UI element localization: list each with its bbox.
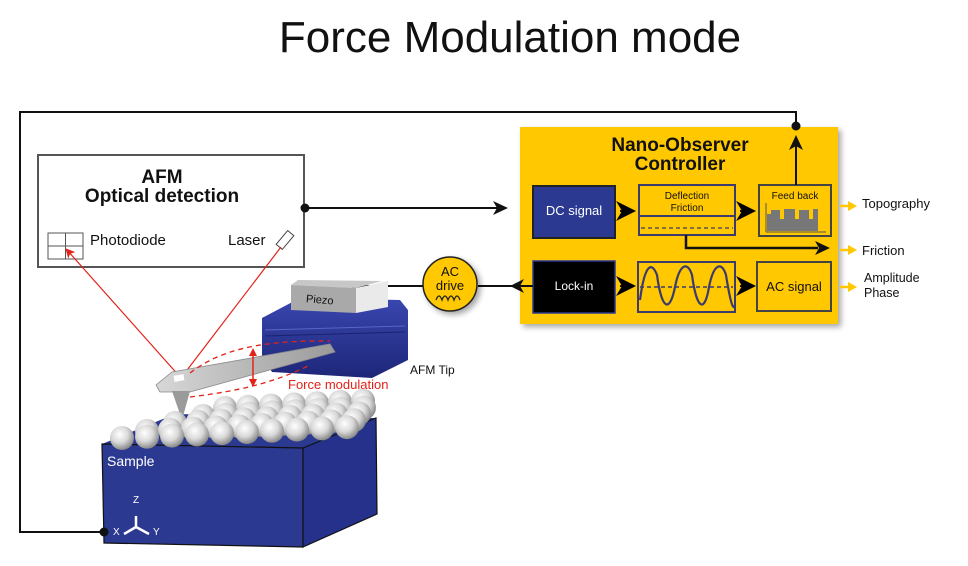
photodiode-label: Photodiode — [90, 232, 166, 249]
lock-in-block — [532, 260, 616, 314]
ac-signal-block — [756, 261, 832, 312]
ac-drive: AC drive — [422, 256, 478, 312]
axis-z-label: Z — [133, 495, 139, 506]
optical-title-line2: Optical detection — [85, 186, 239, 207]
piezo-block: Piezo — [291, 280, 388, 313]
force-modulation-envelope — [189, 340, 331, 398]
sample-sphere — [335, 415, 359, 440]
deflection-label: Deflection — [665, 191, 709, 202]
sine-wave — [638, 265, 737, 308]
output-topography: Topography — [862, 196, 930, 211]
controller-title-line2: Controller — [635, 154, 726, 175]
ac-signal-label: AC signal — [766, 279, 822, 294]
feedback-signal-graph — [767, 209, 818, 231]
afm-tip-label: AFM Tip — [410, 363, 455, 377]
piezo-label: Piezo — [306, 293, 334, 307]
sample-sphere — [160, 423, 184, 448]
laser-label: Laser — [228, 232, 266, 249]
sample-sphere — [285, 417, 309, 442]
sample-sphere — [235, 420, 259, 444]
afm-optical-detection: AFM Optical detection Photodiode Laser — [37, 154, 305, 268]
axis-y-label: Y — [153, 527, 160, 538]
output-arrows — [840, 201, 857, 292]
axis-x-label: X — [113, 527, 120, 538]
optical-title-line1: AFM — [141, 167, 182, 188]
lock-in-label: Lock-in — [555, 279, 594, 293]
sine-wave-block — [637, 261, 736, 313]
wave-icon — [435, 295, 461, 302]
sample-sphere — [110, 426, 134, 450]
ac-drive-line1: AC — [441, 264, 459, 279]
cantilever — [155, 343, 336, 420]
output-friction: Friction — [862, 243, 905, 258]
output-amplitude: Amplitude — [864, 271, 920, 285]
feedback-loop-wire — [19, 111, 797, 533]
xyz-axes-icon: Z X Y — [113, 495, 160, 538]
sample-sphere — [135, 424, 159, 449]
sample-spheres — [110, 388, 376, 450]
sample-sphere — [210, 421, 234, 446]
laser-icon — [275, 229, 295, 251]
sample-label: Sample — [107, 453, 155, 469]
page-title: Force Modulation mode — [279, 13, 741, 62]
friction-label: Friction — [671, 203, 704, 214]
output-phase: Phase — [864, 286, 899, 300]
sample-sphere — [260, 418, 284, 443]
controller-title-line1: Nano-Observer — [611, 135, 749, 156]
sample-sphere — [185, 422, 209, 447]
dc-signal-block — [532, 185, 616, 239]
feedback-label: Feed back — [772, 191, 820, 202]
force-modulation-label: Force modulation — [288, 377, 388, 392]
sample-sphere — [310, 416, 334, 441]
laser-beam-incident — [180, 246, 282, 379]
ac-drive-line2: drive — [436, 278, 464, 293]
nano-observer-controller: Nano-Observer Controller DC signal Defle… — [520, 121, 838, 324]
dc-signal-label: DC signal — [546, 203, 602, 218]
laser-beam-reflected — [65, 248, 182, 379]
afm-tip-cone — [172, 391, 190, 420]
